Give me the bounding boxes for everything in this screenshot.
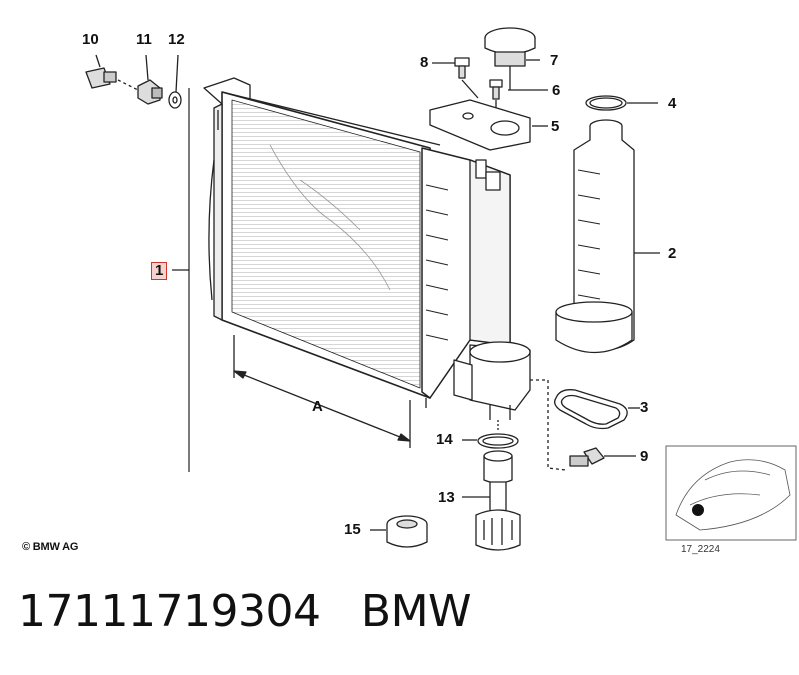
part-11-plug (117, 54, 163, 105)
part-9-bolt (530, 379, 636, 471)
part-7-cap (484, 27, 540, 90)
part-13-thermostat (462, 420, 521, 551)
callout-9: 9 (640, 448, 649, 465)
callout-6: 6 (552, 82, 561, 99)
part-5-bracket (429, 99, 542, 151)
part-10-screw (85, 54, 117, 89)
part-8-screw (432, 57, 479, 99)
dimension-a (233, 335, 411, 448)
callout-13: 13 (438, 489, 455, 506)
part-number: 17111719304 (18, 586, 321, 637)
callout-5: 5 (551, 118, 560, 135)
callout-7: 7 (550, 52, 559, 69)
callout-2: 2 (668, 245, 677, 262)
radiator-side-tank (421, 147, 531, 420)
callout-15: 15 (344, 521, 361, 538)
diagram-reference-code: 17_2224 (681, 544, 720, 555)
part-3-gasket (554, 389, 640, 430)
dimension-label: A (312, 398, 323, 415)
callout-3: 3 (640, 399, 649, 416)
vehicle-location-thumbnail (665, 445, 797, 541)
part-4-o-ring (585, 95, 658, 111)
part-number-footer: 17111719304 BMW (18, 586, 472, 637)
part-6-screw (489, 79, 548, 110)
callout-11: 11 (136, 31, 152, 48)
part-12-washer (168, 54, 182, 109)
callout-8: 8 (420, 54, 429, 71)
part-14-o-ring (462, 433, 519, 449)
callout-12: 12 (168, 31, 185, 48)
copyright-notice: © BMW AG (22, 541, 79, 553)
callout-14: 14 (436, 431, 453, 448)
callout-4: 4 (668, 95, 677, 112)
part-15-bushing (370, 515, 428, 548)
callout-10: 10 (82, 31, 99, 48)
callout-1-highlighted[interactable]: 1 (151, 262, 168, 280)
radiator-core (203, 77, 441, 399)
part-2-expansion-tank (555, 119, 660, 354)
brand-name: BMW (360, 586, 472, 637)
